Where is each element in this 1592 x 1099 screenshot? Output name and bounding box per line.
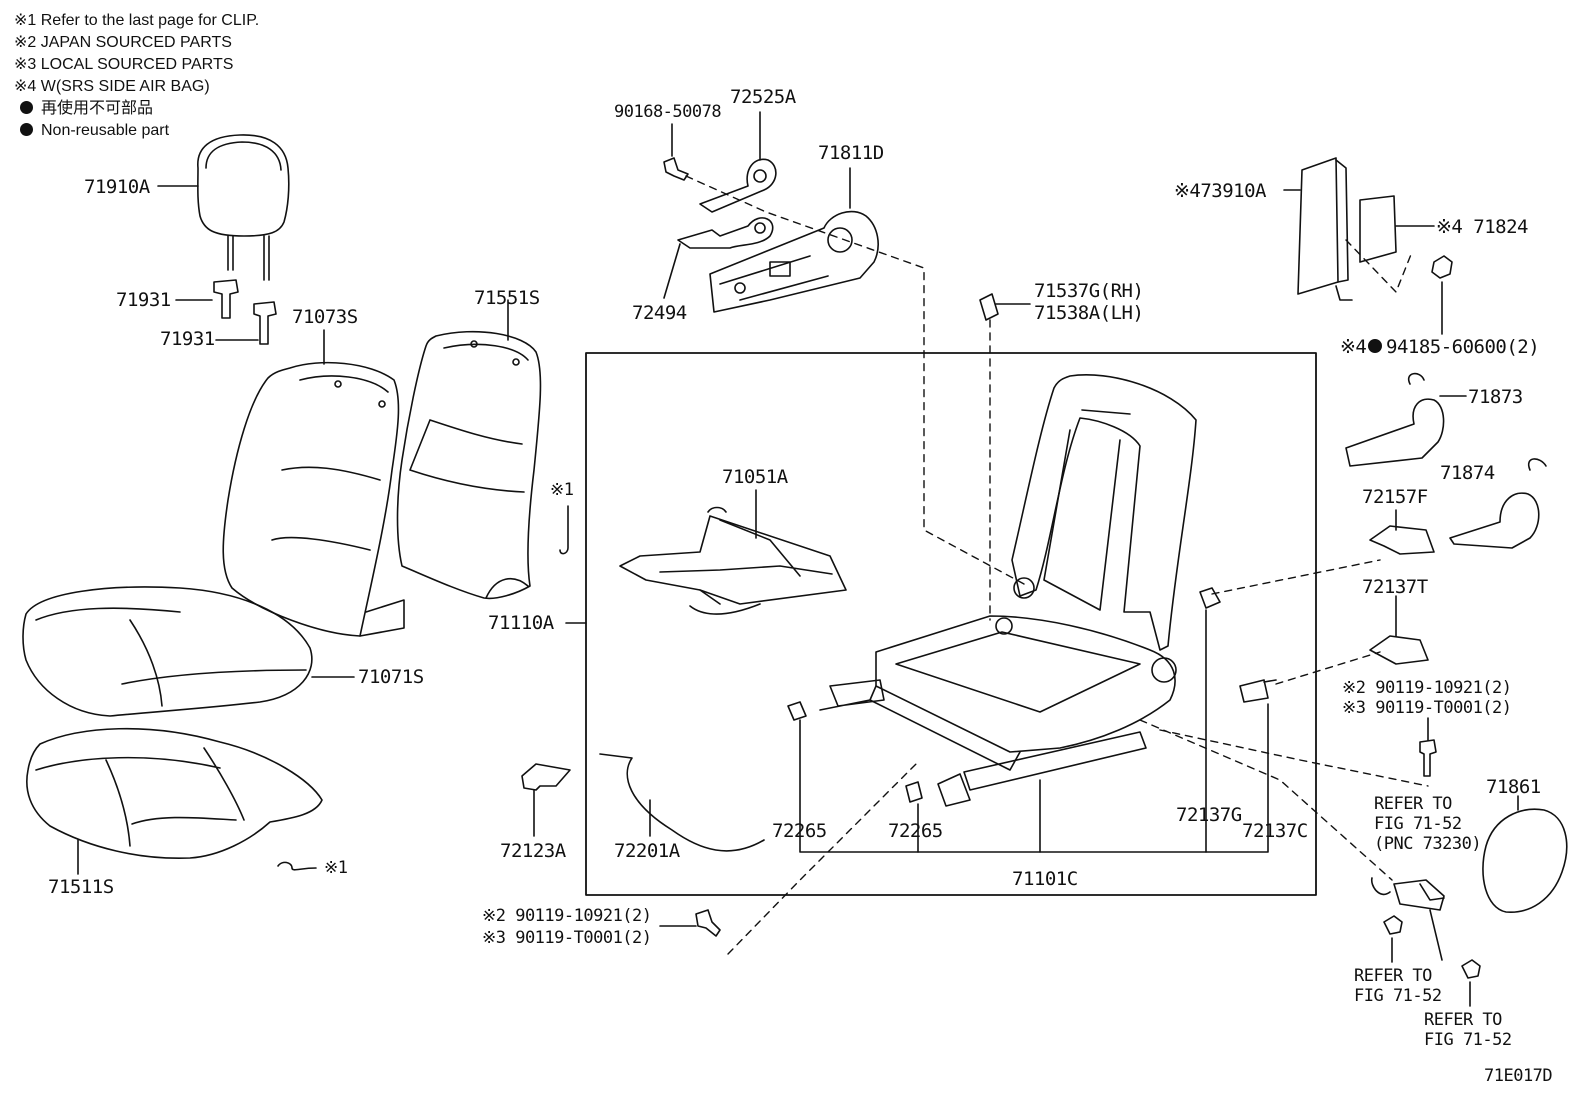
cushion-cover-drawing [22, 586, 313, 717]
clip-note-1b: ※1 [324, 858, 348, 878]
part-label-71873: 71873 [1468, 386, 1523, 408]
nonreusable-dot-icon [1368, 339, 1382, 353]
bracket-drawing [521, 763, 571, 791]
part-label-71101C: 71101C [1012, 868, 1078, 890]
refer-note-1-line3: (PNC 73230) [1374, 834, 1482, 854]
part-label-71071S: 71071S [358, 666, 424, 688]
wire-drawing [599, 753, 765, 852]
refer-note-2-line2: FIG 71-52 [1354, 986, 1442, 1006]
bolt-icon [1419, 739, 1437, 777]
part-label-71811D: 71811D [818, 142, 884, 164]
part-label-71551S: 71551S [474, 287, 540, 309]
bolt-icon [695, 909, 721, 937]
nonreusable-dot-icon [20, 123, 33, 136]
nonreusable-jp-text: 再使用不可部品 [41, 100, 154, 117]
part-label-71073S: 71073S [292, 306, 358, 328]
clip-icon [559, 505, 569, 555]
bolt-icon [663, 157, 689, 181]
part-label-90119-bottom-2: ※3 90119-T0001(2) [482, 928, 652, 948]
part-label-94185-prefix: ※4 [1340, 336, 1367, 358]
refer-note-3-line1: REFER TO [1424, 1010, 1502, 1030]
part-label-72494: 72494 [632, 302, 687, 324]
clip-note-1a: ※1 [550, 480, 574, 500]
legend-note-4: ※4 W(SRS SIDE AIR BAG) [14, 78, 210, 95]
legend: ※1 Refer to the last page for CLIP. ※2 J… [14, 10, 259, 142]
part-label-72137C: 72137C [1242, 820, 1308, 842]
part-label-71051A: 71051A [722, 466, 788, 488]
part-label-72157F: 72157F [1362, 486, 1428, 508]
leader-72494 [663, 243, 681, 299]
headrest-support-drawing [213, 279, 277, 345]
refer-note-3-line2: FIG 71-52 [1424, 1030, 1512, 1050]
part-label-71861: 71861 [1486, 776, 1541, 798]
part-label-71874: 71874 [1440, 462, 1495, 484]
part-label-72123A: 72123A [500, 840, 566, 862]
part-label-71538A: 71538A(LH) [1034, 302, 1144, 324]
part-label-94185-60600: 94185-60600(2) [1386, 336, 1540, 358]
part-label-73910A: ※473910A [1174, 180, 1267, 202]
recliner-handle-drawing [677, 158, 777, 249]
part-label-71511S: 71511S [48, 876, 114, 898]
part-label-71824: ※4 71824 [1436, 216, 1529, 238]
seat-spring-drawing [619, 506, 847, 615]
seatbelt-buckle-drawing [1370, 877, 1481, 979]
part-label-72137T: 72137T [1362, 576, 1428, 598]
refer-note-1-line2: FIG 71-52 [1374, 814, 1462, 834]
refer-note-2-line1: REFER TO [1354, 966, 1432, 986]
clip-drawing [787, 587, 1277, 803]
legend-nonreusable-en: Non-reusable part [14, 120, 259, 142]
side-airbag-drawing [1297, 157, 1397, 301]
refer-note-1-line1: REFER TO [1374, 794, 1452, 814]
recliner-cover-drawing [709, 210, 879, 313]
seat-frame-drawing [819, 374, 1197, 807]
cover-72157F-drawing [1369, 525, 1435, 555]
part-label-71537G: 71537G(RH) [1034, 280, 1144, 302]
assembly-dashed-lines [685, 175, 1429, 955]
nonreusable-dot-icon [20, 101, 33, 114]
part-label-71931-b: 71931 [160, 328, 215, 350]
seatback-pad-drawing [396, 330, 542, 600]
part-label-71910A: 71910A [84, 176, 150, 198]
recliner-inner-cover-drawing [1345, 372, 1547, 549]
legend-note-2: ※2 JAPAN SOURCED PARTS [14, 34, 232, 51]
knob-cover-drawing [1482, 808, 1568, 913]
part-label-90119-right-2: ※3 90119-T0001(2) [1342, 698, 1512, 718]
part-label-72525A: 72525A [730, 86, 796, 108]
headrest-drawing [197, 134, 290, 281]
part-label-72201A: 72201A [614, 840, 680, 862]
nonreusable-en-text: Non-reusable part [41, 122, 170, 139]
legend-note-3: ※3 LOCAL SOURCED PARTS [14, 56, 234, 73]
cover-72137T-drawing [1369, 635, 1429, 665]
cushion-pad-drawing [26, 727, 323, 860]
leader-bracket-72265-72137C [799, 703, 1269, 853]
part-label-72265-b: 72265 [888, 820, 943, 842]
part-label-90119-right-1: ※2 90119-10921(2) [1342, 678, 1512, 698]
cap-drawing [979, 293, 999, 321]
part-label-72265-a: 72265 [772, 820, 827, 842]
part-label-71110A: 71110A [488, 612, 554, 634]
nut-icon [1431, 255, 1453, 279]
clip-icon [277, 861, 317, 871]
part-label-90119-bottom-1: ※2 90119-10921(2) [482, 906, 652, 926]
seatback-cover-drawing [222, 361, 405, 637]
legend-nonreusable-jp: 再使用不可部品 [14, 98, 259, 120]
part-label-72137G: 72137G [1176, 804, 1242, 826]
figure-code: 71E017D [1484, 1066, 1553, 1086]
seat-frame-group-box [585, 352, 1317, 896]
part-label-90168-50078: 90168-50078 [614, 102, 722, 122]
legend-note-1: ※1 Refer to the last page for CLIP. [14, 12, 260, 29]
part-label-71931-a: 71931 [116, 289, 171, 311]
